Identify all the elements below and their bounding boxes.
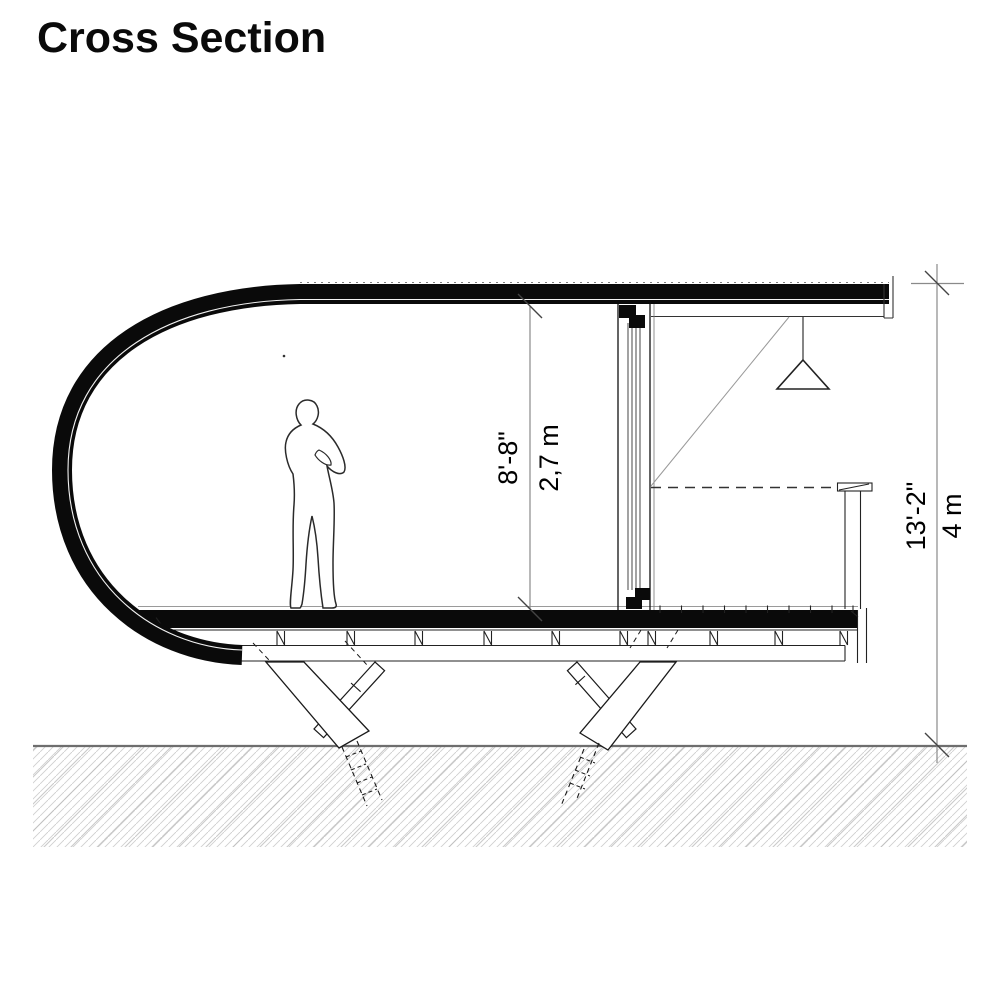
window-sill-block-2 (626, 597, 642, 609)
deck-board-ticks (659, 605, 854, 613)
floor-slab (138, 610, 858, 628)
dim-text-interior-imperial: 8'-8" (493, 431, 523, 485)
dim-text-overall-metric: 4 m (937, 493, 967, 538)
pile-main-right (579, 661, 678, 751)
window-head-block-2 (629, 315, 645, 328)
pile-foundation-left (252, 640, 386, 807)
pendant-shade (775, 358, 831, 390)
window-frame-lines (617, 304, 651, 610)
deck-edge-fascia (850, 608, 868, 663)
pile-hidden-top-right (629, 629, 679, 649)
human-silhouette (284, 399, 346, 609)
pile-foundation-right (560, 629, 679, 807)
dim-slash-ticks-overall (924, 270, 950, 758)
dim-text-interior-metric: 2,7 m (534, 424, 564, 492)
dimension-interior-height: 8'-8" 2,7 m (493, 293, 564, 622)
window-head-block-1 (619, 305, 636, 318)
railing-cap-diagonal (838, 483, 870, 491)
railing-post-lines (844, 491, 862, 609)
pile-main-left (264, 661, 371, 749)
ground-hatch (33, 744, 967, 847)
floor-assembly (138, 605, 868, 663)
wall-dot-mark (282, 354, 286, 358)
human-arm-gap (314, 449, 332, 466)
ground-hatch-fill2 (33, 747, 967, 847)
eave-fascia (651, 276, 894, 319)
pile-hidden-top-left (252, 640, 380, 679)
pile-underground-rungs-right (569, 756, 596, 790)
page-title: Cross Section (37, 14, 327, 62)
terrace-details (650, 316, 873, 609)
pile-underground-right (560, 742, 600, 807)
pile-tie-right (575, 675, 586, 686)
dim-slash-ticks-interior (517, 293, 543, 622)
glazed-partition (617, 304, 655, 610)
pile-tie-left (350, 682, 361, 693)
building-shell (51, 276, 894, 665)
main-beam (205, 644, 846, 662)
pendant-light (775, 317, 831, 390)
sloped-guide-line (650, 316, 790, 487)
human-figure (282, 354, 346, 609)
pile-underground-rungs-left (345, 750, 378, 796)
shell-layer-line (67, 298, 889, 651)
glazing-lines (627, 323, 641, 590)
shell-band (51, 284, 889, 665)
dimension-overall-height: 13'-2" 4 m (901, 264, 967, 763)
railing-post (836, 482, 873, 609)
dim-text-overall-imperial: 13'-2" (901, 482, 931, 551)
